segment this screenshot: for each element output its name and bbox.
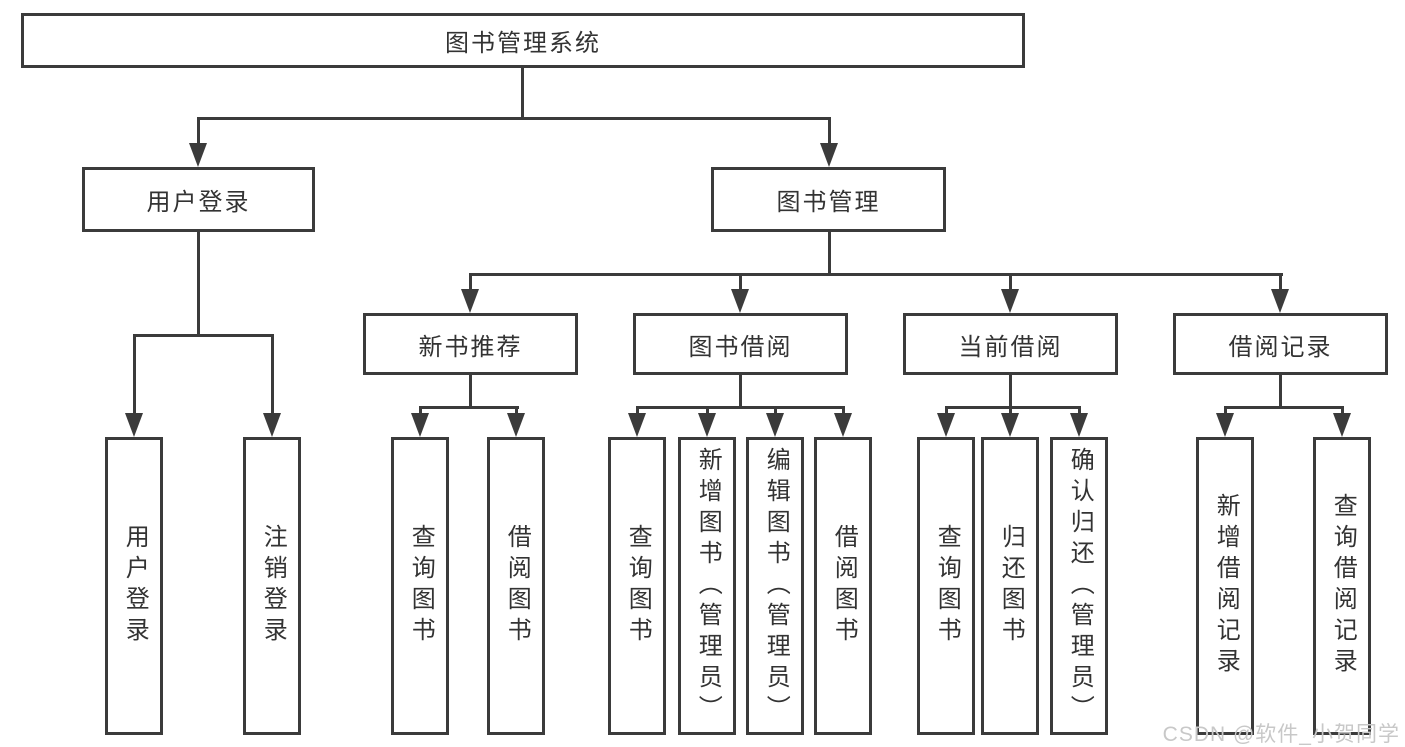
- node-label: 编辑图书（管理员）: [762, 446, 790, 726]
- connector-new-books-stem: [469, 373, 472, 409]
- node-leaf-query-books-1: 查询图书: [391, 437, 449, 735]
- arrow-down-icon: [628, 413, 646, 437]
- node-leaf-borrow-books-1: 借阅图书: [487, 437, 545, 735]
- node-label: 用户登录: [121, 524, 149, 648]
- connector-current-borrow-bar: [945, 406, 1081, 409]
- node-label: 查询图书: [933, 524, 961, 648]
- node-label: 借阅记录: [1228, 333, 1333, 361]
- node-leaf-query-books-3: 查询图书: [917, 437, 975, 735]
- arrow-down-icon: [461, 289, 479, 313]
- node-leaf-borrow-books-2: 借阅图书: [814, 437, 872, 735]
- connector-leaf: [706, 406, 709, 418]
- connector-level3-bar: [469, 273, 1283, 276]
- connector-leaf: [1224, 406, 1227, 418]
- arrow-down-icon: [189, 143, 207, 167]
- node-label: 确认归还（管理员）: [1066, 446, 1094, 726]
- arrow-down-icon: [937, 413, 955, 437]
- connector-leaf: [842, 406, 845, 418]
- node-label: 借阅图书: [830, 524, 858, 648]
- node-label: 归还图书: [997, 524, 1025, 648]
- connector-leaf: [1078, 406, 1081, 418]
- node-leaf-confirm-return-admin: 确认归还（管理员）: [1050, 437, 1108, 735]
- connector-leaf: [419, 406, 422, 418]
- arrow-down-icon: [1216, 413, 1234, 437]
- node-leaf-add-borrow-record: 新增借阅记录: [1196, 437, 1254, 735]
- node-leaf-query-books-2: 查询图书: [608, 437, 666, 735]
- connector-to-logout-leaf: [271, 334, 274, 417]
- connector-to-new-books: [469, 273, 472, 295]
- arrow-down-icon: [766, 413, 784, 437]
- arrow-down-icon: [698, 413, 716, 437]
- node-leaf-edit-books-admin: 编辑图书（管理员）: [746, 437, 804, 735]
- connector-leaf: [515, 406, 518, 418]
- connector-to-borrow-records: [1279, 273, 1282, 295]
- connector-leaf: [774, 406, 777, 418]
- arrow-down-icon: [507, 413, 525, 437]
- node-user-login: 用户登录: [82, 167, 315, 232]
- node-borrow-records: 借阅记录: [1173, 313, 1388, 375]
- node-leaf-logout: 注销登录: [243, 437, 301, 735]
- connector-book-borrow-bar: [636, 406, 845, 409]
- node-book-management: 图书管理: [711, 167, 946, 232]
- node-leaf-return-books: 归还图书: [981, 437, 1039, 735]
- connector-root-stem: [521, 67, 524, 118]
- connector-book-borrow-stem: [739, 373, 742, 409]
- connector-to-login-leaf: [133, 334, 136, 417]
- connector-leaf: [1341, 406, 1344, 418]
- connector-to-book-borrow: [739, 273, 742, 295]
- arrow-down-icon: [263, 413, 281, 437]
- arrow-down-icon: [1070, 413, 1088, 437]
- connector-leaf: [1009, 406, 1012, 418]
- node-leaf-user-login: 用户登录: [105, 437, 163, 735]
- connector-new-books-bar: [419, 406, 519, 409]
- connector-level2-bar: [197, 117, 831, 120]
- arrow-down-icon: [1001, 413, 1019, 437]
- connector-to-current-borrow: [1009, 273, 1012, 295]
- node-label: 当前借阅: [958, 333, 1063, 361]
- arrow-down-icon: [125, 413, 143, 437]
- node-label: 用户登录: [146, 189, 251, 216]
- node-leaf-add-books-admin: 新增图书（管理员）: [678, 437, 736, 735]
- node-library-management-system: 图书管理系统: [21, 13, 1025, 68]
- arrow-down-icon: [834, 413, 852, 437]
- csdn-watermark: CSDN @软件_小贺同学: [1162, 723, 1400, 746]
- node-new-book-recommend: 新书推荐: [363, 313, 578, 375]
- node-label: 查询图书: [407, 524, 435, 648]
- node-label: 借阅图书: [503, 524, 531, 648]
- connector-book-management-stem: [828, 231, 831, 276]
- node-label: 查询图书: [624, 524, 652, 648]
- node-label: 图书管理: [776, 189, 881, 216]
- node-label: 新增图书（管理员）: [694, 446, 722, 726]
- connector-user-login-bar: [133, 334, 274, 337]
- connector-current-borrow-stem: [1009, 373, 1012, 409]
- node-label: 图书借阅: [688, 333, 793, 361]
- arrow-down-icon: [411, 413, 429, 437]
- node-current-borrow: 当前借阅: [903, 313, 1118, 375]
- node-leaf-query-borrow-record: 查询借阅记录: [1313, 437, 1371, 735]
- connector-borrow-records-bar: [1224, 406, 1344, 409]
- node-book-borrow: 图书借阅: [633, 313, 848, 375]
- connector-leaf: [945, 406, 948, 418]
- arrow-down-icon: [1001, 289, 1019, 313]
- node-label: 注销登录: [259, 524, 287, 648]
- connector-leaf: [636, 406, 639, 418]
- node-label: 新增借阅记录: [1212, 493, 1240, 679]
- node-label: 查询借阅记录: [1329, 493, 1357, 679]
- connector-to-book-management: [828, 117, 831, 147]
- connector-borrow-records-stem: [1279, 373, 1282, 409]
- arrow-down-icon: [1333, 413, 1351, 437]
- arrow-down-icon: [1271, 289, 1289, 313]
- node-label: 图书管理系统: [445, 30, 601, 57]
- node-label: 新书推荐: [418, 333, 523, 361]
- connector-user-login-stem: [197, 231, 200, 337]
- connector-to-user-login: [197, 117, 200, 147]
- arrow-down-icon: [731, 289, 749, 313]
- arrow-down-icon: [820, 143, 838, 167]
